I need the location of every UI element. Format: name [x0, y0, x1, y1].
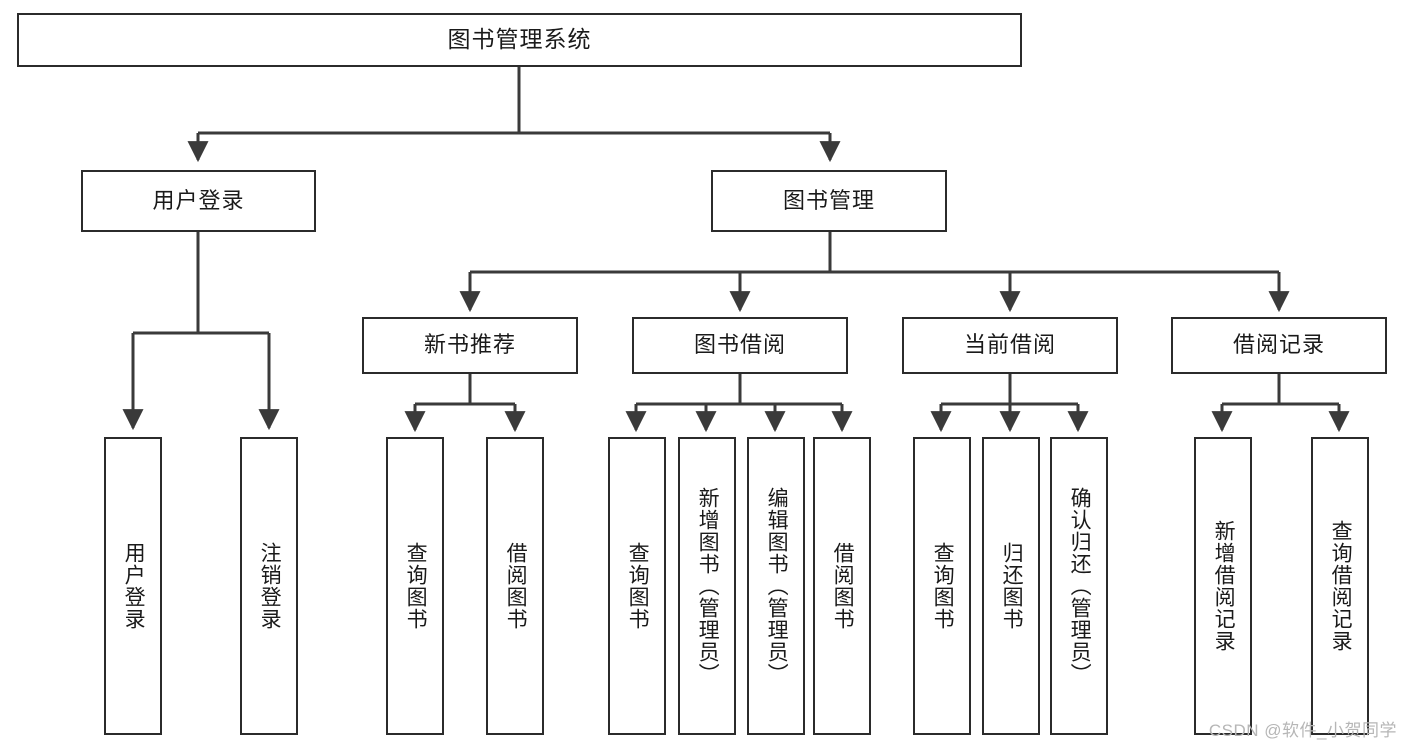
- node-user-login[interactable]: 用户登录: [81, 170, 316, 232]
- node-leaf-borrow-book-1-label: 借阅图书: [504, 542, 528, 630]
- node-leaf-edit-book-admin-label: 编辑图书（管理员）: [765, 487, 789, 685]
- node-leaf-query-book-1-label: 查询图书: [404, 542, 428, 630]
- node-leaf-logout-login[interactable]: 注销登录: [240, 437, 298, 735]
- csdn-watermark: CSDN @软件_小贺同学: [1208, 721, 1397, 740]
- node-leaf-borrow-book-1[interactable]: 借阅图书: [486, 437, 544, 735]
- node-leaf-query-book-2[interactable]: 查询图书: [608, 437, 666, 735]
- node-leaf-return-book[interactable]: 归还图书: [982, 437, 1040, 735]
- node-leaf-add-book-admin[interactable]: 新增图书（管理员）: [678, 437, 736, 735]
- node-leaf-borrow-book-2[interactable]: 借阅图书: [813, 437, 871, 735]
- node-book-borrow[interactable]: 图书借阅: [632, 317, 848, 374]
- node-leaf-logout-login-label: 注销登录: [258, 542, 282, 630]
- node-borrow-record[interactable]: 借阅记录: [1171, 317, 1387, 374]
- node-book-borrow-label: 图书借阅: [693, 332, 786, 358]
- node-leaf-query-book-1[interactable]: 查询图书: [386, 437, 444, 735]
- node-leaf-query-borrow-record[interactable]: 查询借阅记录: [1311, 437, 1369, 735]
- node-book-manage-label: 图书管理: [782, 187, 875, 213]
- node-leaf-user-login[interactable]: 用户登录: [104, 437, 162, 735]
- node-leaf-add-borrow-record[interactable]: 新增借阅记录: [1194, 437, 1252, 735]
- node-root[interactable]: 图书管理系统: [17, 13, 1022, 67]
- node-leaf-query-book-2-label: 查询图书: [626, 542, 650, 630]
- node-leaf-query-book-3[interactable]: 查询图书: [913, 437, 971, 735]
- node-root-label: 图书管理系统: [447, 26, 592, 53]
- node-leaf-add-borrow-record-label: 新增借阅记录: [1212, 520, 1236, 652]
- node-leaf-user-login-label: 用户登录: [122, 542, 146, 630]
- node-current-borrow[interactable]: 当前借阅: [902, 317, 1118, 374]
- node-leaf-query-borrow-record-label: 查询借阅记录: [1329, 520, 1353, 652]
- node-leaf-edit-book-admin[interactable]: 编辑图书（管理员）: [747, 437, 805, 735]
- node-current-borrow-label: 当前借阅: [963, 332, 1056, 358]
- node-leaf-add-book-admin-label: 新增图书（管理员）: [696, 487, 720, 685]
- node-leaf-confirm-return-admin[interactable]: 确认归还（管理员）: [1050, 437, 1108, 735]
- node-leaf-confirm-return-admin-label: 确认归还（管理员）: [1068, 487, 1092, 685]
- node-leaf-return-book-label: 归还图书: [1000, 542, 1024, 630]
- node-borrow-record-label: 借阅记录: [1232, 332, 1325, 358]
- node-new-book-recommend[interactable]: 新书推荐: [362, 317, 578, 374]
- node-leaf-borrow-book-2-label: 借阅图书: [831, 542, 855, 630]
- node-user-login-label: 用户登录: [152, 187, 245, 213]
- node-leaf-query-book-3-label: 查询图书: [931, 542, 955, 630]
- node-book-manage[interactable]: 图书管理: [711, 170, 947, 232]
- node-new-book-recommend-label: 新书推荐: [423, 332, 516, 358]
